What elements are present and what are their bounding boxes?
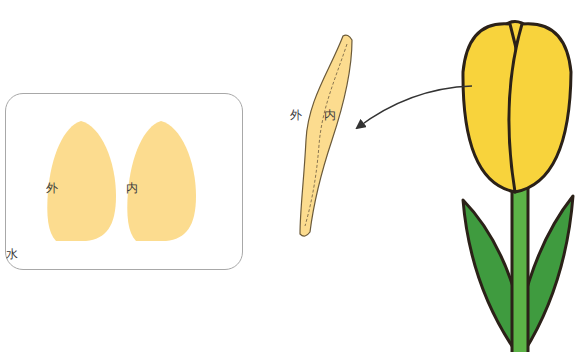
side-label: 外 bbox=[46, 181, 58, 195]
petal-piece: 外 bbox=[46, 121, 116, 241]
pointer-arrow bbox=[357, 86, 472, 128]
side-label: 外 bbox=[290, 108, 302, 122]
side-label: 内 bbox=[126, 181, 138, 195]
side-label: 内 bbox=[324, 108, 336, 122]
petal-section bbox=[300, 35, 352, 236]
tulip-petal bbox=[509, 24, 571, 192]
stem bbox=[512, 185, 528, 352]
petal-midline bbox=[305, 44, 347, 226]
water-label: 水 bbox=[6, 247, 18, 261]
water-dish: 水 外 内 bbox=[5, 93, 243, 270]
petal-piece: 内 bbox=[126, 121, 196, 241]
